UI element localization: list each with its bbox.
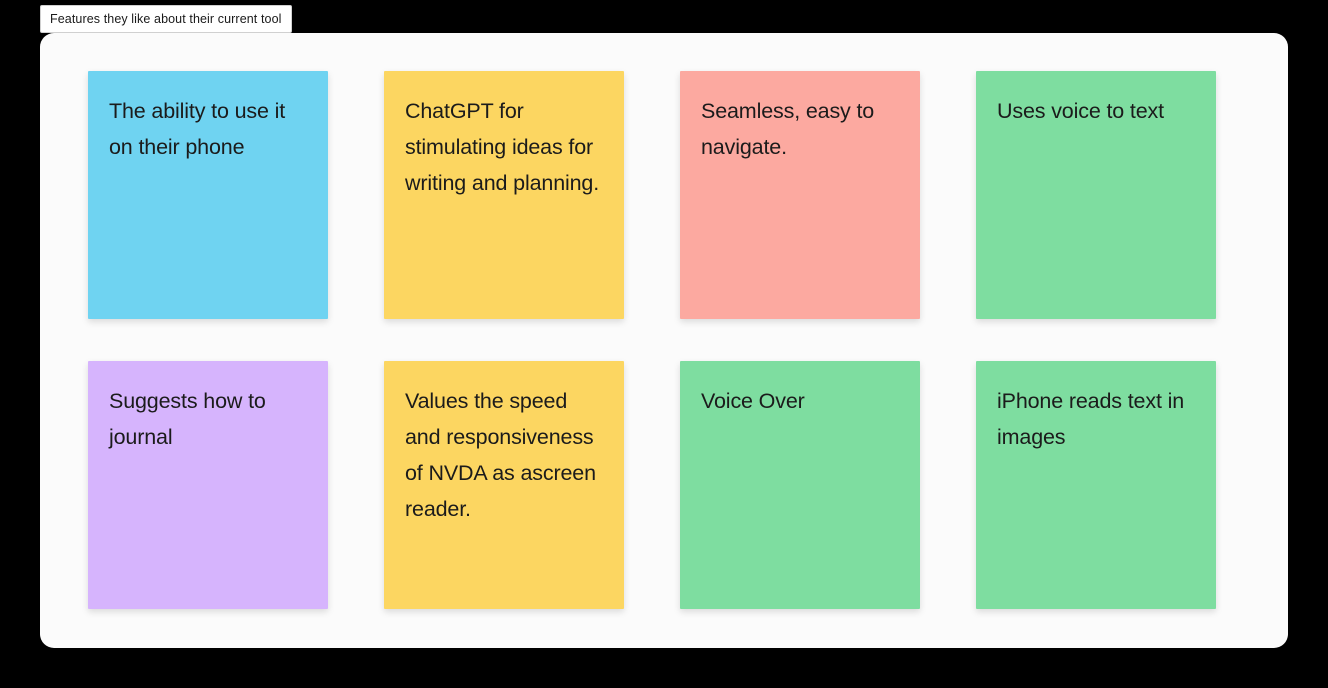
board-section-label: Features they like about their current t… — [40, 5, 292, 33]
sticky-note[interactable]: Uses voice to text — [976, 71, 1216, 319]
sticky-note[interactable]: Seamless, easy to navigate. — [680, 71, 920, 319]
sticky-note[interactable]: ChatGPT for stimulating ideas for writin… — [384, 71, 624, 319]
sticky-note[interactable]: Suggests how to journal — [88, 361, 328, 609]
sticky-note-text: Uses voice to text — [997, 99, 1164, 123]
board-section-label-text: Features they like about their current t… — [50, 11, 282, 26]
sticky-note-text: The ability to use it on their phone — [109, 99, 291, 160]
notes-grid: The ability to use it on their phone Chat… — [88, 71, 1240, 610]
sticky-note-text: ChatGPT for stimulating ideas for writin… — [405, 99, 600, 196]
sticky-note-text: iPhone reads text in images — [997, 389, 1190, 450]
sticky-note-text: Suggests how to journal — [109, 389, 272, 450]
sticky-note-board: The ability to use it on their phone Chat… — [40, 33, 1288, 648]
sticky-note[interactable]: Values the speed and responsiveness of N… — [384, 361, 624, 609]
sticky-note-text: Values the speed and responsiveness of N… — [405, 389, 602, 522]
sticky-note[interactable]: The ability to use it on their phone — [88, 71, 328, 319]
sticky-note-text: Voice Over — [701, 389, 805, 413]
sticky-note[interactable]: iPhone reads text in images — [976, 361, 1216, 609]
sticky-note[interactable]: Voice Over — [680, 361, 920, 609]
sticky-note-text: Seamless, easy to navigate. — [701, 99, 880, 160]
